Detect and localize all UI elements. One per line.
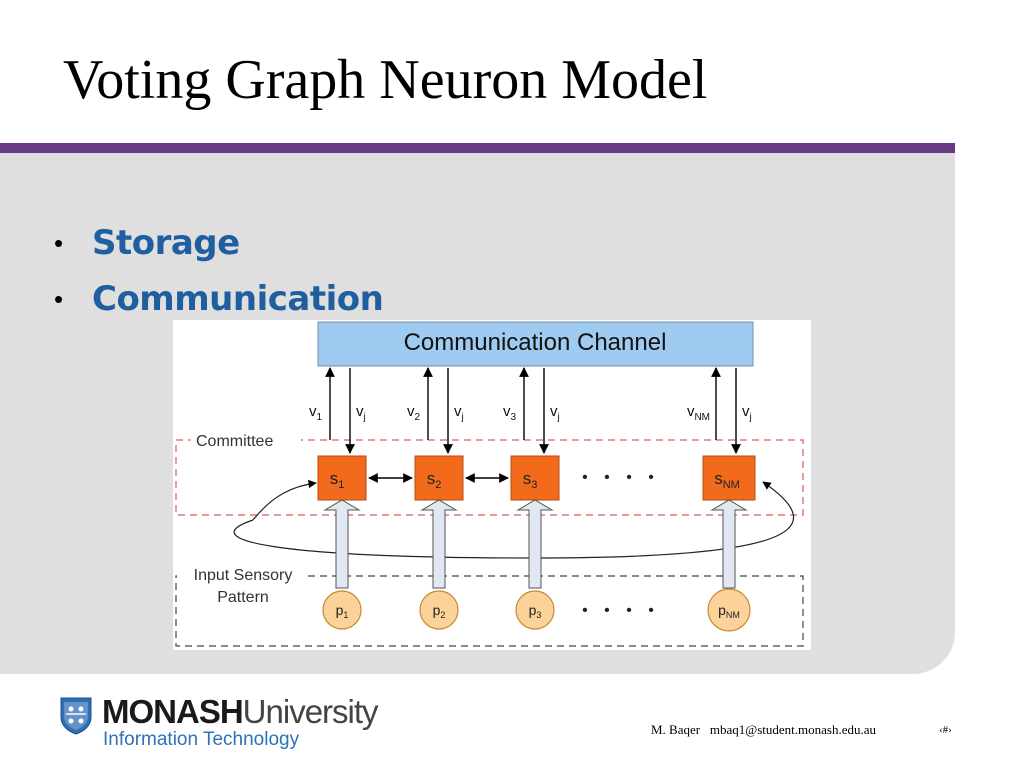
neuron-node [702,455,756,501]
communication-channel-label: Communication Channel [404,329,667,356]
bullet-item-storage: • Storage [54,215,383,271]
neuron-node-label: s2 [427,469,442,491]
logo-wordmark-light: University [242,693,379,730]
bullet-text: Storage [92,223,240,263]
input-vote-label: vj [550,403,560,423]
neuron-node-label: s3 [523,469,538,491]
output-vote-label: v3 [503,403,517,423]
monash-shield-icon [60,697,92,735]
neuron-node [510,455,560,501]
output-vote-label: v1 [309,403,323,423]
input-node-label: p1 [336,602,349,620]
committee-ellipsis: • • • • [582,469,660,486]
voting-graph-neuron-diagram: Communication Channel Committee Input Se… [173,320,811,650]
committee-boundary [175,439,804,516]
neuron-node [317,455,367,501]
bullet-item-communication: • Communication [54,271,384,327]
input-arrow [420,499,458,589]
neuron-node-label: s1 [330,469,345,491]
input-node-label: p3 [529,602,542,620]
input-node-label: p2 [433,602,446,620]
input-pattern-boundary [175,575,804,647]
bullet-marker: • [54,227,64,258]
diagram-canvas: Communication Channel Committee Input Se… [175,321,804,647]
neuron-node-label: sNM [714,469,740,491]
input-arrow [710,499,748,589]
committee-label: Committee [196,433,273,450]
logo-wordmark: MONASHUniversity [102,693,379,731]
feedback-loop-entry [252,479,317,521]
input-ellipsis: • • • • [582,602,660,619]
input-node [707,588,751,632]
input-node [515,590,555,630]
input-node [322,590,362,630]
title-underline-bar [0,143,955,153]
input-label-bg [177,564,307,610]
bullet-text: Communication [92,279,384,319]
slide-number: ‹#› [939,724,952,736]
bullet-list: • Storage • Communication [54,215,384,327]
input-label-line1: Input Sensory [194,567,293,584]
input-arrow [516,499,554,589]
bullet-marker: • [54,283,64,314]
output-vote-label: vNM [687,403,710,423]
input-arrow [323,499,361,589]
logo-subtitle: Information Technology [103,729,300,750]
input-vote-label: vj [356,403,366,423]
input-node-label: pNM [718,602,740,620]
committee-label-bg [191,430,301,450]
neuron-node [414,455,464,501]
logo-wordmark-strong: MONASH [102,693,244,730]
footer-author: M. Baqer mbaq1@student.monash.edu.au [651,722,876,737]
input-vote-label: vj [742,403,752,423]
input-label-line2: Pattern [217,589,269,606]
input-node [419,590,459,630]
input-vote-label: vj [454,403,464,423]
communication-channel-box [317,321,754,367]
monash-logo: MONASHUniversity Information Technology [60,693,400,755]
slide-title: Voting Graph Neuron Model [63,49,708,111]
output-vote-label: v2 [407,403,421,423]
